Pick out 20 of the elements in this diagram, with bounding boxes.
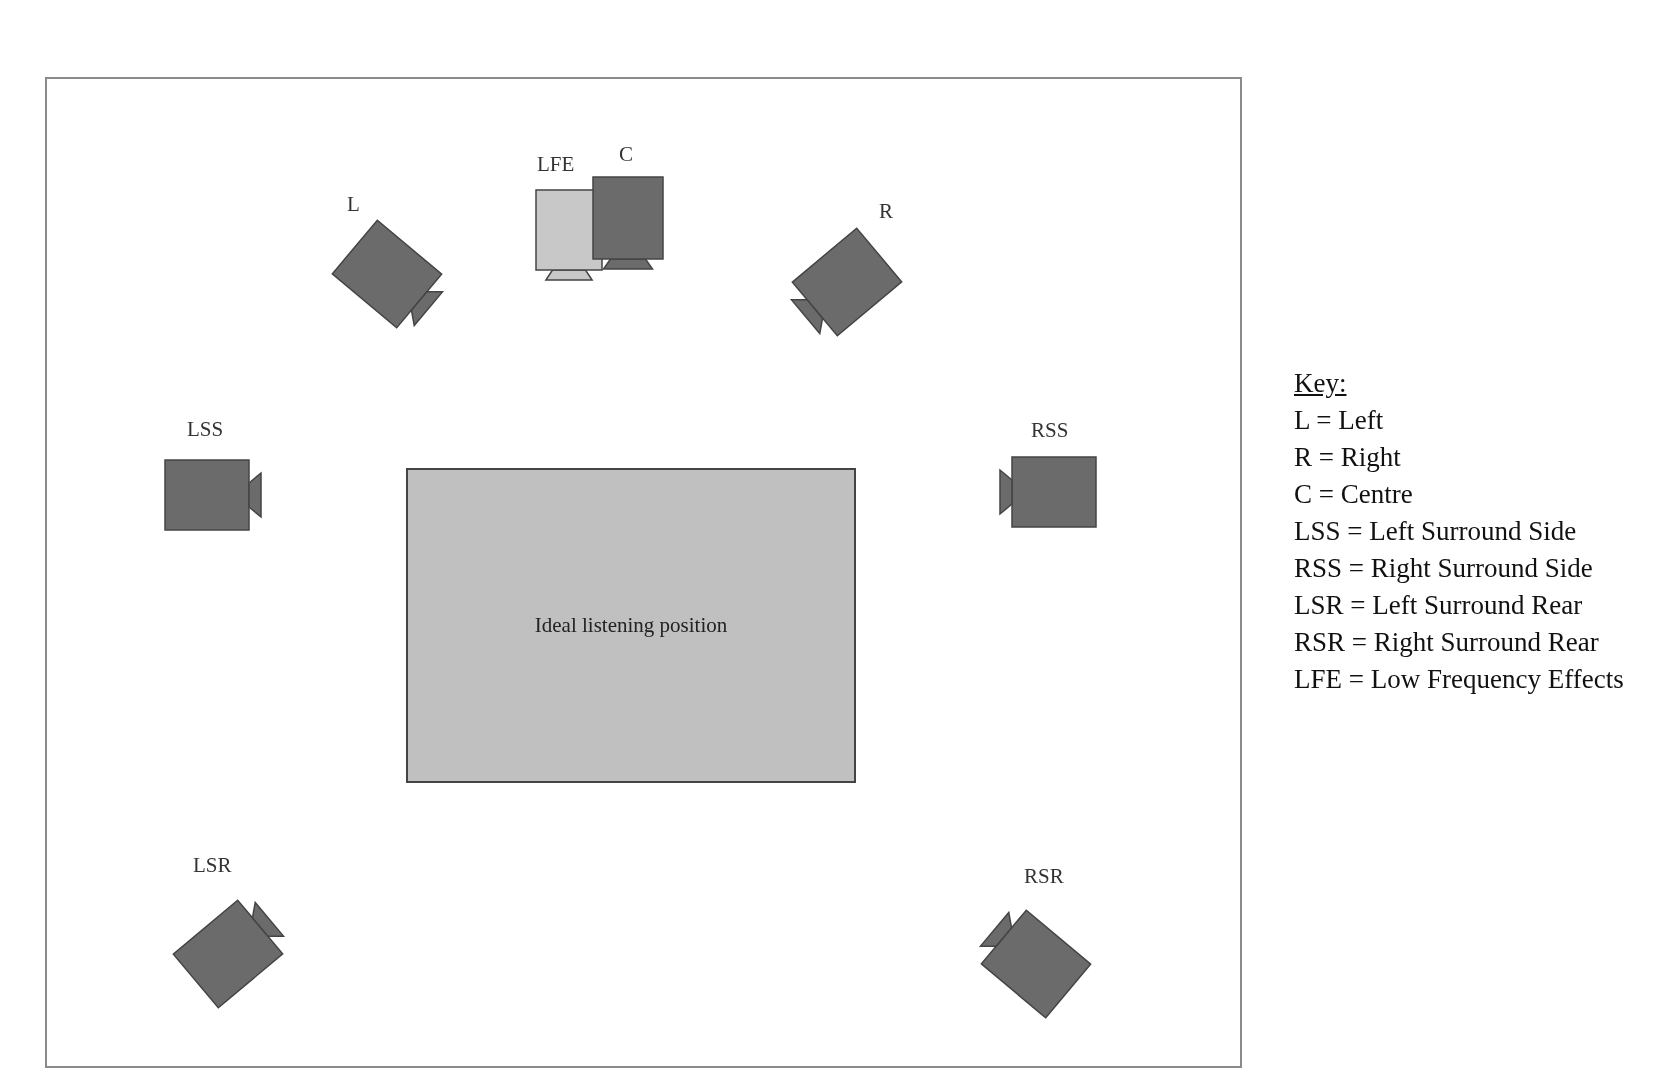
room-outline: [45, 77, 1242, 1068]
key-entry: LSS = Left Surround Side: [1294, 516, 1577, 547]
key-entry: R = Right: [1294, 442, 1401, 473]
speaker-label: LFE: [537, 152, 575, 177]
listening-area: [406, 468, 856, 783]
key-entry: RSR = Right Surround Rear: [1294, 627, 1599, 658]
key-entry: RSS = Right Surround Side: [1294, 553, 1593, 584]
speaker-label: L: [347, 192, 360, 217]
key-entry: LFE = Low Frequency Effects: [1294, 664, 1624, 695]
key-entry: C = Centre: [1294, 479, 1413, 510]
key-entry: LSR = Left Surround Rear: [1294, 590, 1583, 621]
speaker-label: RSS: [1031, 418, 1069, 443]
speaker-label: RSR: [1024, 864, 1064, 889]
speaker-label: LSS: [187, 417, 224, 442]
speaker-label: LSR: [193, 853, 232, 878]
area-label: Ideal listening position: [534, 613, 728, 638]
key-entry: L = Left: [1294, 405, 1384, 436]
key-heading: Key:: [1294, 368, 1347, 399]
speaker-label: C: [619, 142, 633, 167]
speaker-label: R: [879, 199, 893, 224]
